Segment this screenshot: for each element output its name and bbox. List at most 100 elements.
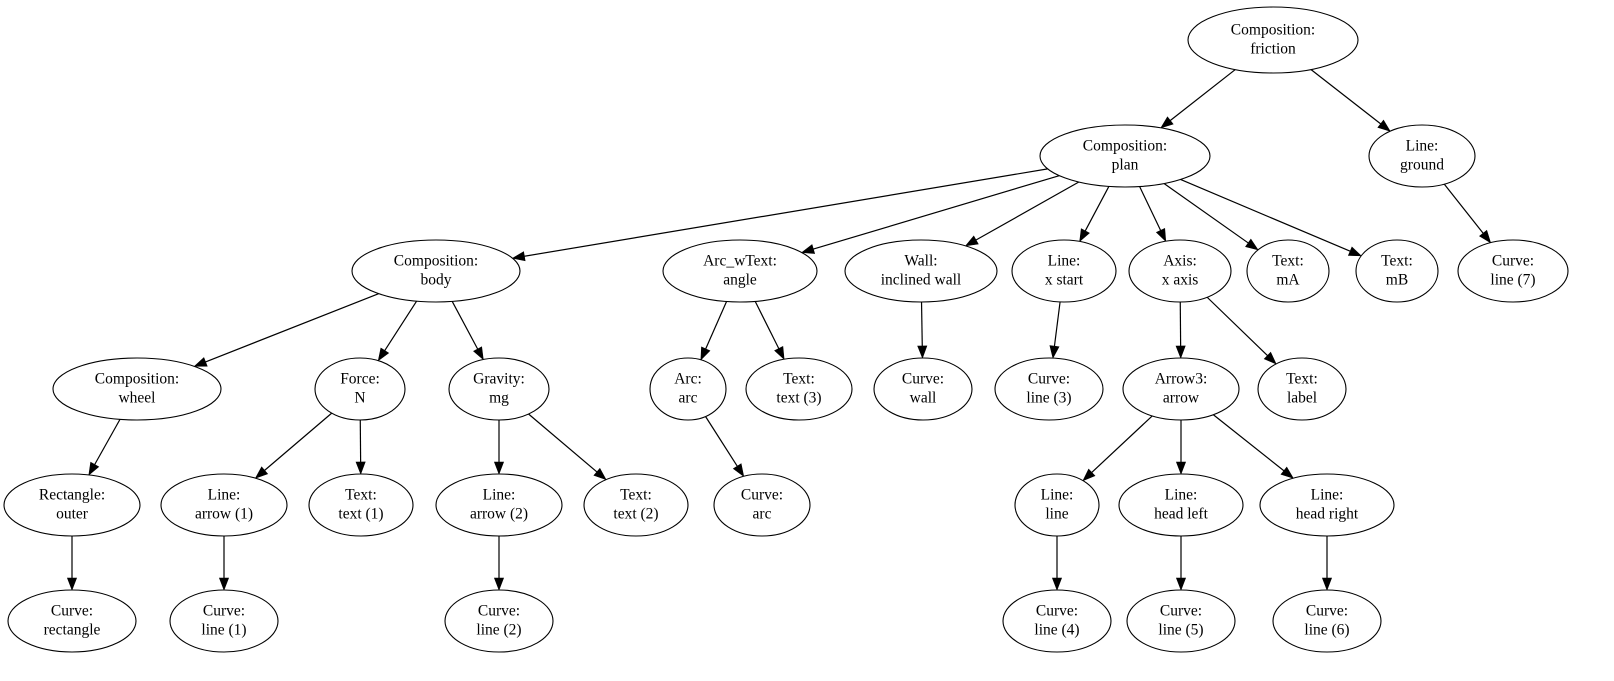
graph-node-text2[interactable]: Text:text (2) (583, 473, 689, 537)
node-ellipse-xaxis[interactable] (1128, 239, 1232, 303)
node-label-name-curvearc: arc (753, 506, 772, 523)
edge-arc-to-curvearc (705, 416, 738, 467)
node-ellipse-arrow2[interactable] (435, 473, 563, 537)
node-label-name-arc: arc (679, 390, 698, 407)
graph-node-xstart[interactable]: Line:x start (1011, 239, 1117, 303)
graph-node-arrow1[interactable]: Line:arrow (1) (160, 473, 288, 537)
arrowhead-icon (1175, 345, 1186, 359)
graph-node-arrow3[interactable]: Arrow3:arrow (1122, 357, 1240, 421)
graph-node-text1[interactable]: Text:text (1) (308, 473, 414, 537)
graph-node-line2[interactable]: Curve:line (2) (444, 589, 554, 653)
node-ellipse-line1[interactable] (169, 589, 279, 653)
node-label-type-gravity: Gravity: (473, 371, 525, 388)
graph-node-rectouter[interactable]: Rectangle:outer (3, 473, 141, 537)
arrowhead-icon (377, 347, 390, 362)
arrowhead-icon (1160, 116, 1174, 129)
node-ellipse-gravity[interactable] (448, 357, 550, 421)
node-label-name-arrow3: arrow (1163, 390, 1200, 407)
arrowhead-icon (1155, 227, 1167, 242)
node-ellipse-friction[interactable] (1187, 6, 1359, 74)
arrowhead-icon (917, 345, 928, 359)
node-ellipse-arrow1[interactable] (160, 473, 288, 537)
graph-node-label[interactable]: Text:label (1257, 357, 1347, 421)
graph-node-curverect[interactable]: Curve:rectangle (7, 589, 137, 653)
node-ellipse-wheel[interactable] (52, 357, 222, 421)
edge-plan-to-xaxis (1139, 186, 1162, 231)
graph-node-headright[interactable]: Line:head right (1259, 473, 1395, 537)
graph-node-mB[interactable]: Text:mB (1355, 239, 1439, 303)
graph-node-mA[interactable]: Text:mA (1246, 239, 1330, 303)
node-ellipse-label[interactable] (1257, 357, 1347, 421)
graph-node-line4[interactable]: Curve:line (4) (1002, 589, 1112, 653)
node-ellipse-line6[interactable] (1272, 589, 1382, 653)
edge-friction-to-ground (1310, 69, 1382, 125)
arrowhead-icon (1263, 351, 1277, 365)
graph-node-headleft[interactable]: Line:head left (1118, 473, 1244, 537)
graph-node-body[interactable]: Composition:body (351, 239, 521, 303)
graph-node-lineline[interactable]: Line:line (1014, 473, 1100, 537)
node-ellipse-line5[interactable] (1126, 589, 1236, 653)
node-ellipse-body[interactable] (351, 239, 521, 303)
node-ellipse-arc[interactable] (649, 357, 727, 421)
graph-node-curvewall[interactable]: Curve:wall (873, 357, 973, 421)
edge-wheel-to-rectouter (94, 419, 121, 465)
node-label-name-xaxis: x axis (1162, 272, 1199, 289)
node-label-type-friction: Composition: (1231, 22, 1315, 39)
edge-plan-to-mB (1180, 178, 1351, 252)
node-ellipse-curverect[interactable] (7, 589, 137, 653)
graph-node-line7[interactable]: Curve: line (7) (1457, 239, 1569, 303)
node-ellipse-mB[interactable] (1355, 239, 1439, 303)
node-label-name-forceN: N (354, 390, 365, 407)
node-ellipse-angle[interactable] (662, 239, 818, 303)
graph-node-line1[interactable]: Curve:line (1) (169, 589, 279, 653)
node-ellipse-wall[interactable] (844, 239, 998, 303)
graph-node-text3[interactable]: Text:text (3) (745, 357, 853, 421)
graph-node-angle[interactable]: Arc_wText:angle (662, 239, 818, 303)
graph-node-wheel[interactable]: Composition:wheel (52, 357, 222, 421)
node-ellipse-text1[interactable] (308, 473, 414, 537)
edge-plan-to-body (524, 168, 1048, 257)
node-ellipse-forceN[interactable] (314, 357, 406, 421)
graph-node-forceN[interactable]: Force:N (314, 357, 406, 421)
node-ellipse-rectouter[interactable] (3, 473, 141, 537)
node-ellipse-plan[interactable] (1039, 124, 1211, 188)
node-ellipse-ground[interactable] (1368, 124, 1476, 188)
graph-node-xaxis[interactable]: Axis: x axis (1128, 239, 1232, 303)
graph-node-ground[interactable]: Line:ground (1368, 124, 1476, 188)
node-label-name-line7: line (7) (1490, 272, 1535, 289)
edge-angle-to-text3 (754, 301, 780, 349)
graph-node-line3[interactable]: Curve:line (3) (994, 357, 1104, 421)
node-ellipse-xstart[interactable] (1011, 239, 1117, 303)
node-ellipse-curvewall[interactable] (873, 357, 973, 421)
arrowhead-icon (473, 346, 484, 361)
node-ellipse-lineline[interactable] (1014, 473, 1100, 537)
graph-node-curvearc[interactable]: Curve:arc (713, 473, 811, 537)
node-ellipse-text3[interactable] (745, 357, 853, 421)
node-ellipse-headright[interactable] (1259, 473, 1395, 537)
graph-node-line5[interactable]: Curve:line (5) (1126, 589, 1236, 653)
node-label-type-ground: Line: (1406, 138, 1439, 155)
graph-node-plan[interactable]: Composition:plan (1039, 124, 1211, 188)
node-ellipse-headleft[interactable] (1118, 473, 1244, 537)
node-label-name-headright: head right (1296, 506, 1359, 523)
node-ellipse-text2[interactable] (583, 473, 689, 537)
node-ellipse-arrow3[interactable] (1122, 357, 1240, 421)
graph-node-gravity[interactable]: Gravity:mg (448, 357, 550, 421)
node-ellipse-line3[interactable] (994, 357, 1104, 421)
graph-node-wall[interactable]: Wall:inclined wall (844, 239, 998, 303)
node-ellipse-curvearc[interactable] (713, 473, 811, 537)
graph-node-friction[interactable]: Composition:friction (1187, 6, 1359, 74)
node-label-type-xaxis: Axis: (1163, 253, 1197, 270)
node-label-name-rectouter: outer (56, 506, 89, 523)
node-ellipse-line7[interactable] (1457, 239, 1569, 303)
node-ellipse-line2[interactable] (444, 589, 554, 653)
graph-node-arrow2[interactable]: Line:arrow (2) (435, 473, 563, 537)
node-label-type-line7: Curve: (1492, 253, 1534, 270)
graph-node-arc[interactable]: Arc:arc (649, 357, 727, 421)
node-ellipse-line4[interactable] (1002, 589, 1112, 653)
node-label-type-line2: Curve: (478, 603, 520, 620)
node-ellipse-mA[interactable] (1246, 239, 1330, 303)
arrowhead-icon (700, 346, 711, 361)
arrowhead-icon (355, 461, 366, 475)
graph-node-line6[interactable]: Curve:line (6) (1272, 589, 1382, 653)
